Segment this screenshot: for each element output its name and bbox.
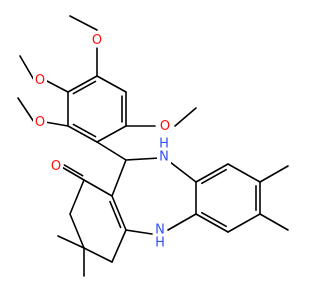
atom-oxygen-top-bg [90,32,104,48]
bond-c11a-c4a [111,195,127,231]
bond-c11a-c4a-inner [109,200,122,229]
bond-c4a-n5 [125,229,153,235]
bond-benzo-2 [227,163,261,183]
bond-c1-o-inner [63,164,84,177]
bond-o-left-lo [44,121,69,127]
bond-benzo-1 [195,163,229,183]
bond-c1-c2 [69,179,85,215]
bond-me-right [174,107,197,127]
atom-oxygen-left-upper-bg [33,72,47,88]
atom-oxygen-top: O [92,33,102,48]
atom-oxygen-right-bg [158,118,172,134]
bond-benzo-5 [195,213,229,233]
bond-aryl-4 [67,125,98,143]
bond-c3-me1 [57,235,85,249]
bond-c3-c4 [83,247,113,263]
bond-c11a-c1 [83,179,113,197]
bond-n10-b1 [169,161,197,183]
atom-oxygen-left-upper: O [35,73,45,88]
bond-aryl-3 [96,125,127,143]
bond-layer [17,15,289,277]
bond-benzo-5-inner [201,211,227,228]
bond-n5-b6 [167,213,197,231]
bond-c2-c3 [69,213,85,249]
bond-me-left-lo [17,97,35,123]
bond-benzo-4 [227,213,261,233]
atom-oxygen-ketone: O [51,159,61,174]
bond-aryl-c11 [96,141,127,161]
bond-c1-o [59,165,85,181]
atom-oxygen-left-lower: O [35,115,45,130]
bond-me-left-up [19,55,35,81]
bond-benzo-me1 [259,165,289,183]
bond-benzo-me2 [259,213,289,231]
atom-oxygen-left-lower-bg [33,114,47,130]
atom-nitrogen-5-bg [153,222,167,250]
bond-benzo-1-inner [201,168,227,185]
bond-me-top [69,15,98,31]
atom-oxygen-ketone-bg [49,158,63,174]
bond-aryl-6-inner [72,80,97,95]
bond-aryl-1 [96,75,127,93]
atom-oxygen-right: O [160,119,170,134]
bond-o-left-up [44,79,69,93]
bond-aryl-6 [67,75,98,93]
bond-c11-n10 [125,157,161,161]
bond-c4-c4a [111,229,127,263]
atom-nitrogen-10-bg [157,136,171,164]
bond-aryl-4-inner [72,123,97,138]
bond-c11-c11a [111,159,127,197]
